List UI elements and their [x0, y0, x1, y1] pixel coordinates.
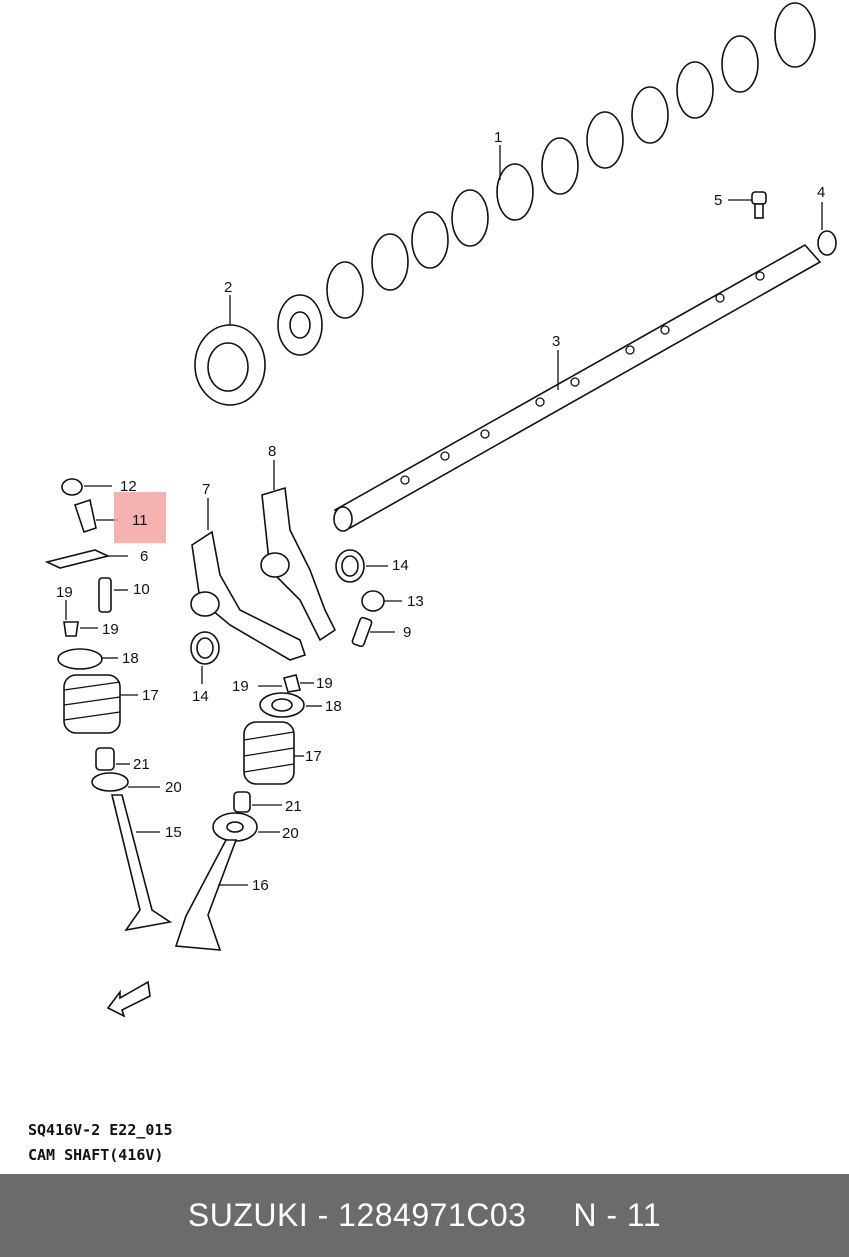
drawing-title: CAM SHAFT(416V) — [28, 1146, 164, 1164]
valve-part — [174, 839, 248, 951]
rocker-shaft-part — [333, 243, 822, 532]
callout-20: 20 — [165, 779, 182, 796]
front-arrow-icon — [106, 980, 151, 1018]
callout-16: 16 — [252, 877, 269, 894]
callout-19b: 19 — [102, 621, 119, 638]
clip-part — [73, 498, 118, 534]
footer-bar: SUZUKI - 1284971C03 N - 11 — [0, 1174, 849, 1257]
callout-1: 1 — [494, 129, 502, 146]
callout-7: 7 — [202, 481, 210, 498]
callout-8: 8 — [268, 443, 276, 460]
rocker-spring-part — [335, 549, 388, 583]
callout-17b: 17 — [305, 748, 322, 765]
cotter-part — [258, 674, 314, 693]
nut-part — [61, 478, 112, 496]
footer-gap — [526, 1197, 573, 1234]
callout-19a: 19 — [56, 584, 73, 601]
callout-14: 14 — [392, 557, 409, 574]
footer-sep: - — [308, 1197, 339, 1233]
adjusting-screw-part — [351, 616, 395, 648]
drawing-code: SQ416V-2 E22_015 — [28, 1121, 173, 1139]
highlight-box — [114, 492, 166, 543]
callout-20b: 20 — [282, 825, 299, 842]
callout-10: 10 — [133, 581, 150, 598]
callout-4: 4 — [817, 184, 825, 201]
valve-spring-part — [63, 674, 138, 734]
callout-17: 17 — [142, 687, 159, 704]
callout-labels: 1 2 3 4 5 6 7 8 9 10 12 13 14 14 15 16 1… — [56, 129, 825, 894]
valve-spring-part — [243, 721, 304, 785]
spring-seat-part — [91, 772, 160, 792]
cotter-part — [63, 600, 98, 637]
valve-seal-part — [233, 791, 282, 813]
callout-21: 21 — [133, 756, 150, 773]
spring-retainer-part — [57, 648, 118, 670]
callout-3: 3 — [552, 333, 560, 350]
adjuster-part — [98, 577, 128, 613]
nut-part — [361, 590, 402, 612]
callout-19d: 19 — [316, 675, 333, 692]
callout-13: 13 — [407, 593, 424, 610]
camshaft-part — [277, 2, 816, 356]
callout-5: 5 — [714, 192, 722, 209]
valve-part — [110, 794, 173, 932]
rocker-spring-part — [190, 631, 220, 684]
callout-18b: 18 — [325, 698, 342, 715]
callout-12: 12 — [120, 478, 137, 495]
spring-seat-part — [212, 812, 280, 842]
callout-9: 9 — [403, 624, 411, 641]
callout-11-highlighted: 11 — [132, 512, 148, 529]
callout-18: 18 — [122, 650, 139, 667]
footer-part-number: 1284971C03 — [338, 1197, 527, 1233]
callout-15: 15 — [165, 824, 182, 841]
rocker-arm-part — [260, 460, 337, 642]
callout-2: 2 — [224, 279, 232, 296]
valve-seal-part — [95, 747, 130, 771]
bolt-part — [728, 191, 767, 219]
callout-6: 6 — [140, 548, 148, 565]
o-ring-part — [817, 202, 837, 256]
callout-21b: 21 — [285, 798, 302, 815]
callout-14b: 14 — [192, 688, 209, 705]
footer-brand: SUZUKI — [187, 1197, 309, 1233]
oil-seal-part — [194, 295, 266, 406]
rocker-arm-part — [190, 498, 307, 661]
callout-19c: 19 — [232, 678, 249, 695]
plate-part — [44, 549, 128, 569]
footer-ref: N - 11 — [573, 1197, 662, 1233]
spring-retainer-part — [259, 692, 322, 718]
